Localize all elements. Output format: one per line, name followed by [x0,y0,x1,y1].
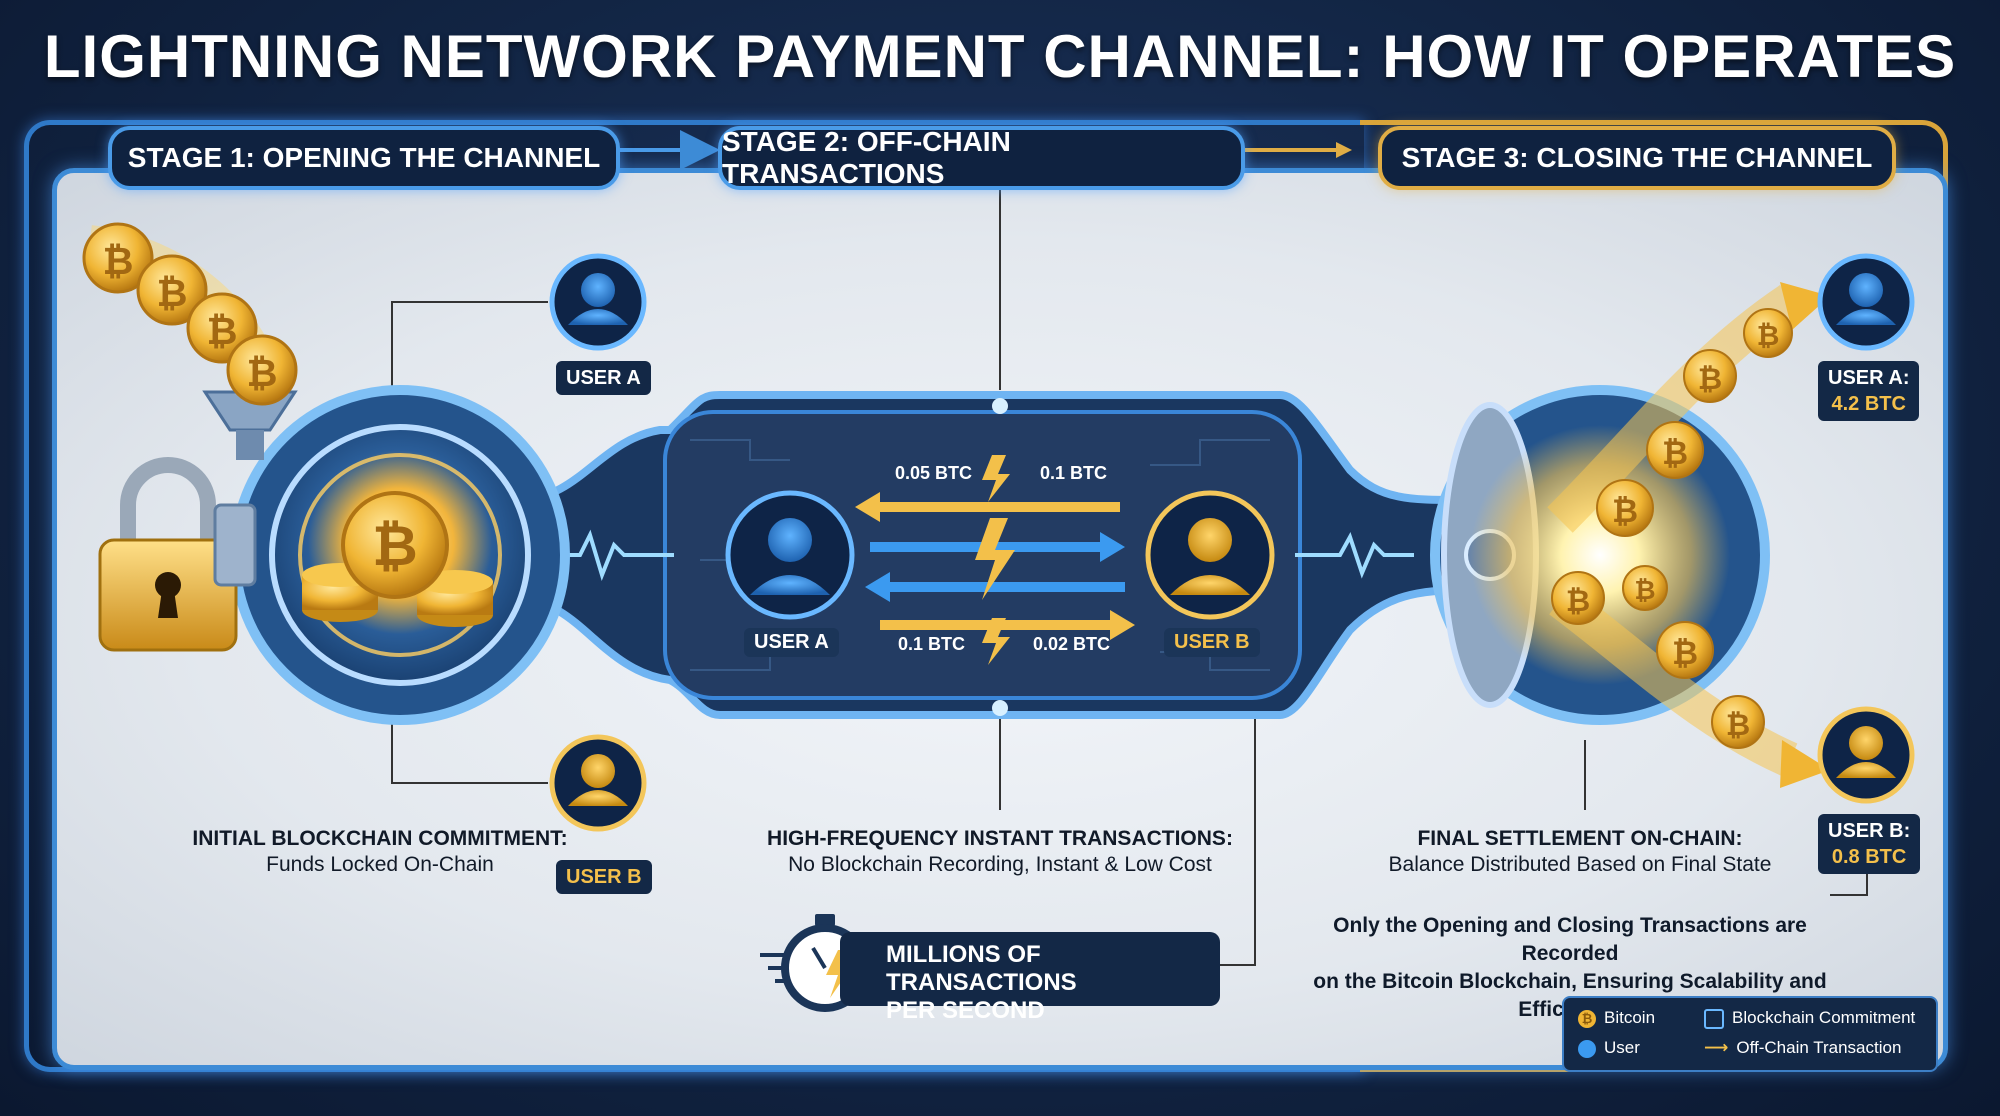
legend-item-commitment: Blockchain Commitment [1704,1008,1915,1029]
stage-3-header: STAGE 3: CLOSING THE CHANNEL [1378,126,1896,190]
svg-text:₿: ₿ [247,353,278,395]
svg-text:₿: ₿ [103,241,134,283]
stage3-caption-title: FINAL SETTLEMENT ON-CHAIN: [1417,827,1743,850]
svg-text:₿: ₿ [1634,575,1655,605]
stage1-user-b-tag: USER B [556,860,652,894]
scalability-note: Only the Opening and Closing Transaction… [1300,912,1840,1024]
stage3-user-b-label: USER B: [1828,820,1911,842]
stage-2-header: STAGE 2: OFF-CHAIN TRANSACTIONS [718,126,1245,190]
tx-amount-top-left: 0.05 BTC [895,463,973,483]
svg-text:₿: ₿ [1612,493,1638,529]
stage1-caption-text: Funds Locked On-Chain [266,853,494,876]
stage1-caption-title: INITIAL BLOCKCHAIN COMMITMENT: [192,827,568,850]
tx-amount-top-right: 0.1 BTC [1040,463,1108,483]
svg-text:₿: ₿ [207,311,238,353]
legend-item-bitcoin: ₿Bitcoin [1578,1008,1655,1028]
stage3-user-a-balance: 4.2 BTC [1831,393,1906,415]
svg-text:₿: ₿ [1757,320,1780,351]
channel-user-b-label: USER B [1164,628,1260,657]
legend-item-offchain: ⟶Off-Chain Transaction [1704,1038,1902,1057]
throughput-badge: MILLIONS OF TRANSACTIONS PER SECOND [840,932,1220,1024]
stage3-user-a-label: USER A: [1828,367,1910,389]
throughput-line-1: MILLIONS OF TRANSACTIONS [886,941,1077,996]
stage1-user-a-tag: USER A [556,361,651,395]
throughput-line-2: PER SECOND [886,997,1045,1024]
svg-text:₿: ₿ [157,273,188,315]
channel-user-a-label: USER A [744,628,839,657]
stage-1-header: STAGE 1: OPENING THE CHANNEL [108,126,620,190]
bitcoin-icon: ₿ [1578,1009,1596,1028]
user-icon [1578,1039,1596,1058]
stage2-caption: HIGH-FREQUENCY INSTANT TRANSACTIONS: No … [740,826,1260,878]
stage3-user-b-tag: USER B: 0.8 BTC [1818,814,1921,874]
funnel-icon [205,392,295,460]
stage2-caption-text: No Blockchain Recording, Instant & Low C… [788,853,1212,876]
lightning-bolt-icon [975,518,1015,600]
stage3-user-a-tag: USER A: 4.2 BTC [1818,361,1920,421]
padlock-icon [100,470,236,650]
stage1-caption: INITIAL BLOCKCHAIN COMMITMENT: Funds Loc… [190,826,570,878]
svg-text:₿: ₿ [1698,363,1722,396]
tx-amount-bottom-left: 0.1 BTC [898,634,966,654]
stage1-user-b-label: USER B [566,866,642,888]
arrow-right-icon: ⟶ [1704,1038,1729,1057]
legend-item-user: User [1578,1038,1640,1058]
svg-text:₿: ₿ [1662,435,1688,471]
stage1-user-a-label: USER A [566,367,641,389]
stage3-caption-text: Balance Distributed Based on Final State [1388,853,1772,876]
svg-text:₿: ₿ [1566,585,1590,618]
commitment-icon [1704,1008,1724,1029]
svg-text:₿: ₿ [372,514,418,577]
stage3-user-b-balance: 0.8 BTC [1831,846,1907,868]
tx-amount-bottom-right: 0.02 BTC [1033,634,1111,654]
page-title: LIGHTNING NETWORK PAYMENT CHANNEL: HOW I… [43,23,1957,90]
stage2-caption-title: HIGH-FREQUENCY INSTANT TRANSACTIONS: [767,827,1233,850]
legend: ₿Bitcoin User Blockchain Commitment ⟶Off… [1562,996,1938,1072]
svg-text:₿: ₿ [1672,635,1698,671]
stage3-caption: FINAL SETTLEMENT ON-CHAIN: Balance Distr… [1360,826,1800,878]
svg-text:₿: ₿ [1726,709,1750,742]
note-line-1: Only the Opening and Closing Transaction… [1333,914,1807,965]
